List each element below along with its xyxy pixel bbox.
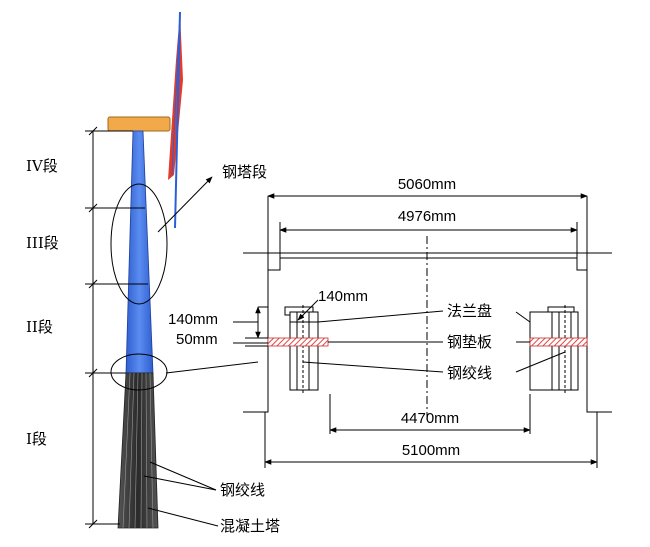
joint-section-detail: 5060mm 4976mm 140mm 140mm 50mm: [168, 176, 612, 468]
blade-blue: [174, 11, 181, 229]
steel-pad-callout: 钢垫板: [328, 333, 530, 351]
strand-callout: 钢绞线: [302, 351, 566, 382]
dimension-5100: 5100mm: [264, 412, 598, 468]
steel-tower: [125, 130, 154, 374]
concrete-tower-label: 混凝土塔: [220, 517, 280, 535]
dimension-4470: 4470mm: [329, 394, 531, 434]
section-iv-label: IV段: [26, 157, 58, 175]
section-ii-label: II段: [26, 318, 53, 336]
right-steel-pad: [529, 337, 588, 347]
dim-inner-bottom: 4470mm: [401, 410, 459, 427]
steel-tower-section-label: 钢塔段: [222, 163, 267, 181]
strand-lower-label: 钢绞线: [220, 481, 265, 499]
wind-turbine: IV段 III段 II段 I段 钢塔段 钢绞线 混凝土塔: [26, 11, 280, 535]
section-dimension-line: [85, 126, 148, 529]
dim-outer-bottom: 5100mm: [402, 442, 460, 459]
dim-flange-width: 140mm: [318, 288, 368, 305]
section-i-label: I段: [26, 430, 47, 448]
section-iii-label: III段: [26, 234, 59, 252]
left-flange-assembly: [267, 305, 329, 394]
strand-lines: [122, 372, 154, 529]
dimension-5060: 5060mm: [267, 176, 588, 253]
dim-outer-top: 5060mm: [398, 176, 456, 193]
nacelle: [107, 116, 171, 132]
inner-wall-top: [268, 257, 587, 271]
right-flange-assembly: [529, 305, 588, 394]
steel-section-ellipse: [110, 183, 168, 305]
strand-detail-label: 钢绞线: [447, 364, 492, 382]
flange-label: 法兰盘: [447, 302, 492, 320]
left-steel-pad: [267, 337, 329, 347]
dim-left-height: 140mm: [168, 311, 218, 328]
joint-ellipse: [110, 353, 168, 391]
detail-outline: [243, 252, 269, 413]
flange-callout: 法兰盘: [317, 302, 531, 323]
dim-inner-top: 4976mm: [398, 208, 456, 225]
steel-pad-label: 钢垫板: [447, 333, 492, 351]
dim-pad-thickness: 50mm: [176, 331, 218, 348]
dimension-left-50: 50mm: [176, 331, 268, 348]
dimension-flange-140: 140mm: [290, 288, 368, 323]
dimension-left-140: 140mm: [168, 306, 268, 339]
dimension-4976: 4976mm: [279, 208, 578, 258]
